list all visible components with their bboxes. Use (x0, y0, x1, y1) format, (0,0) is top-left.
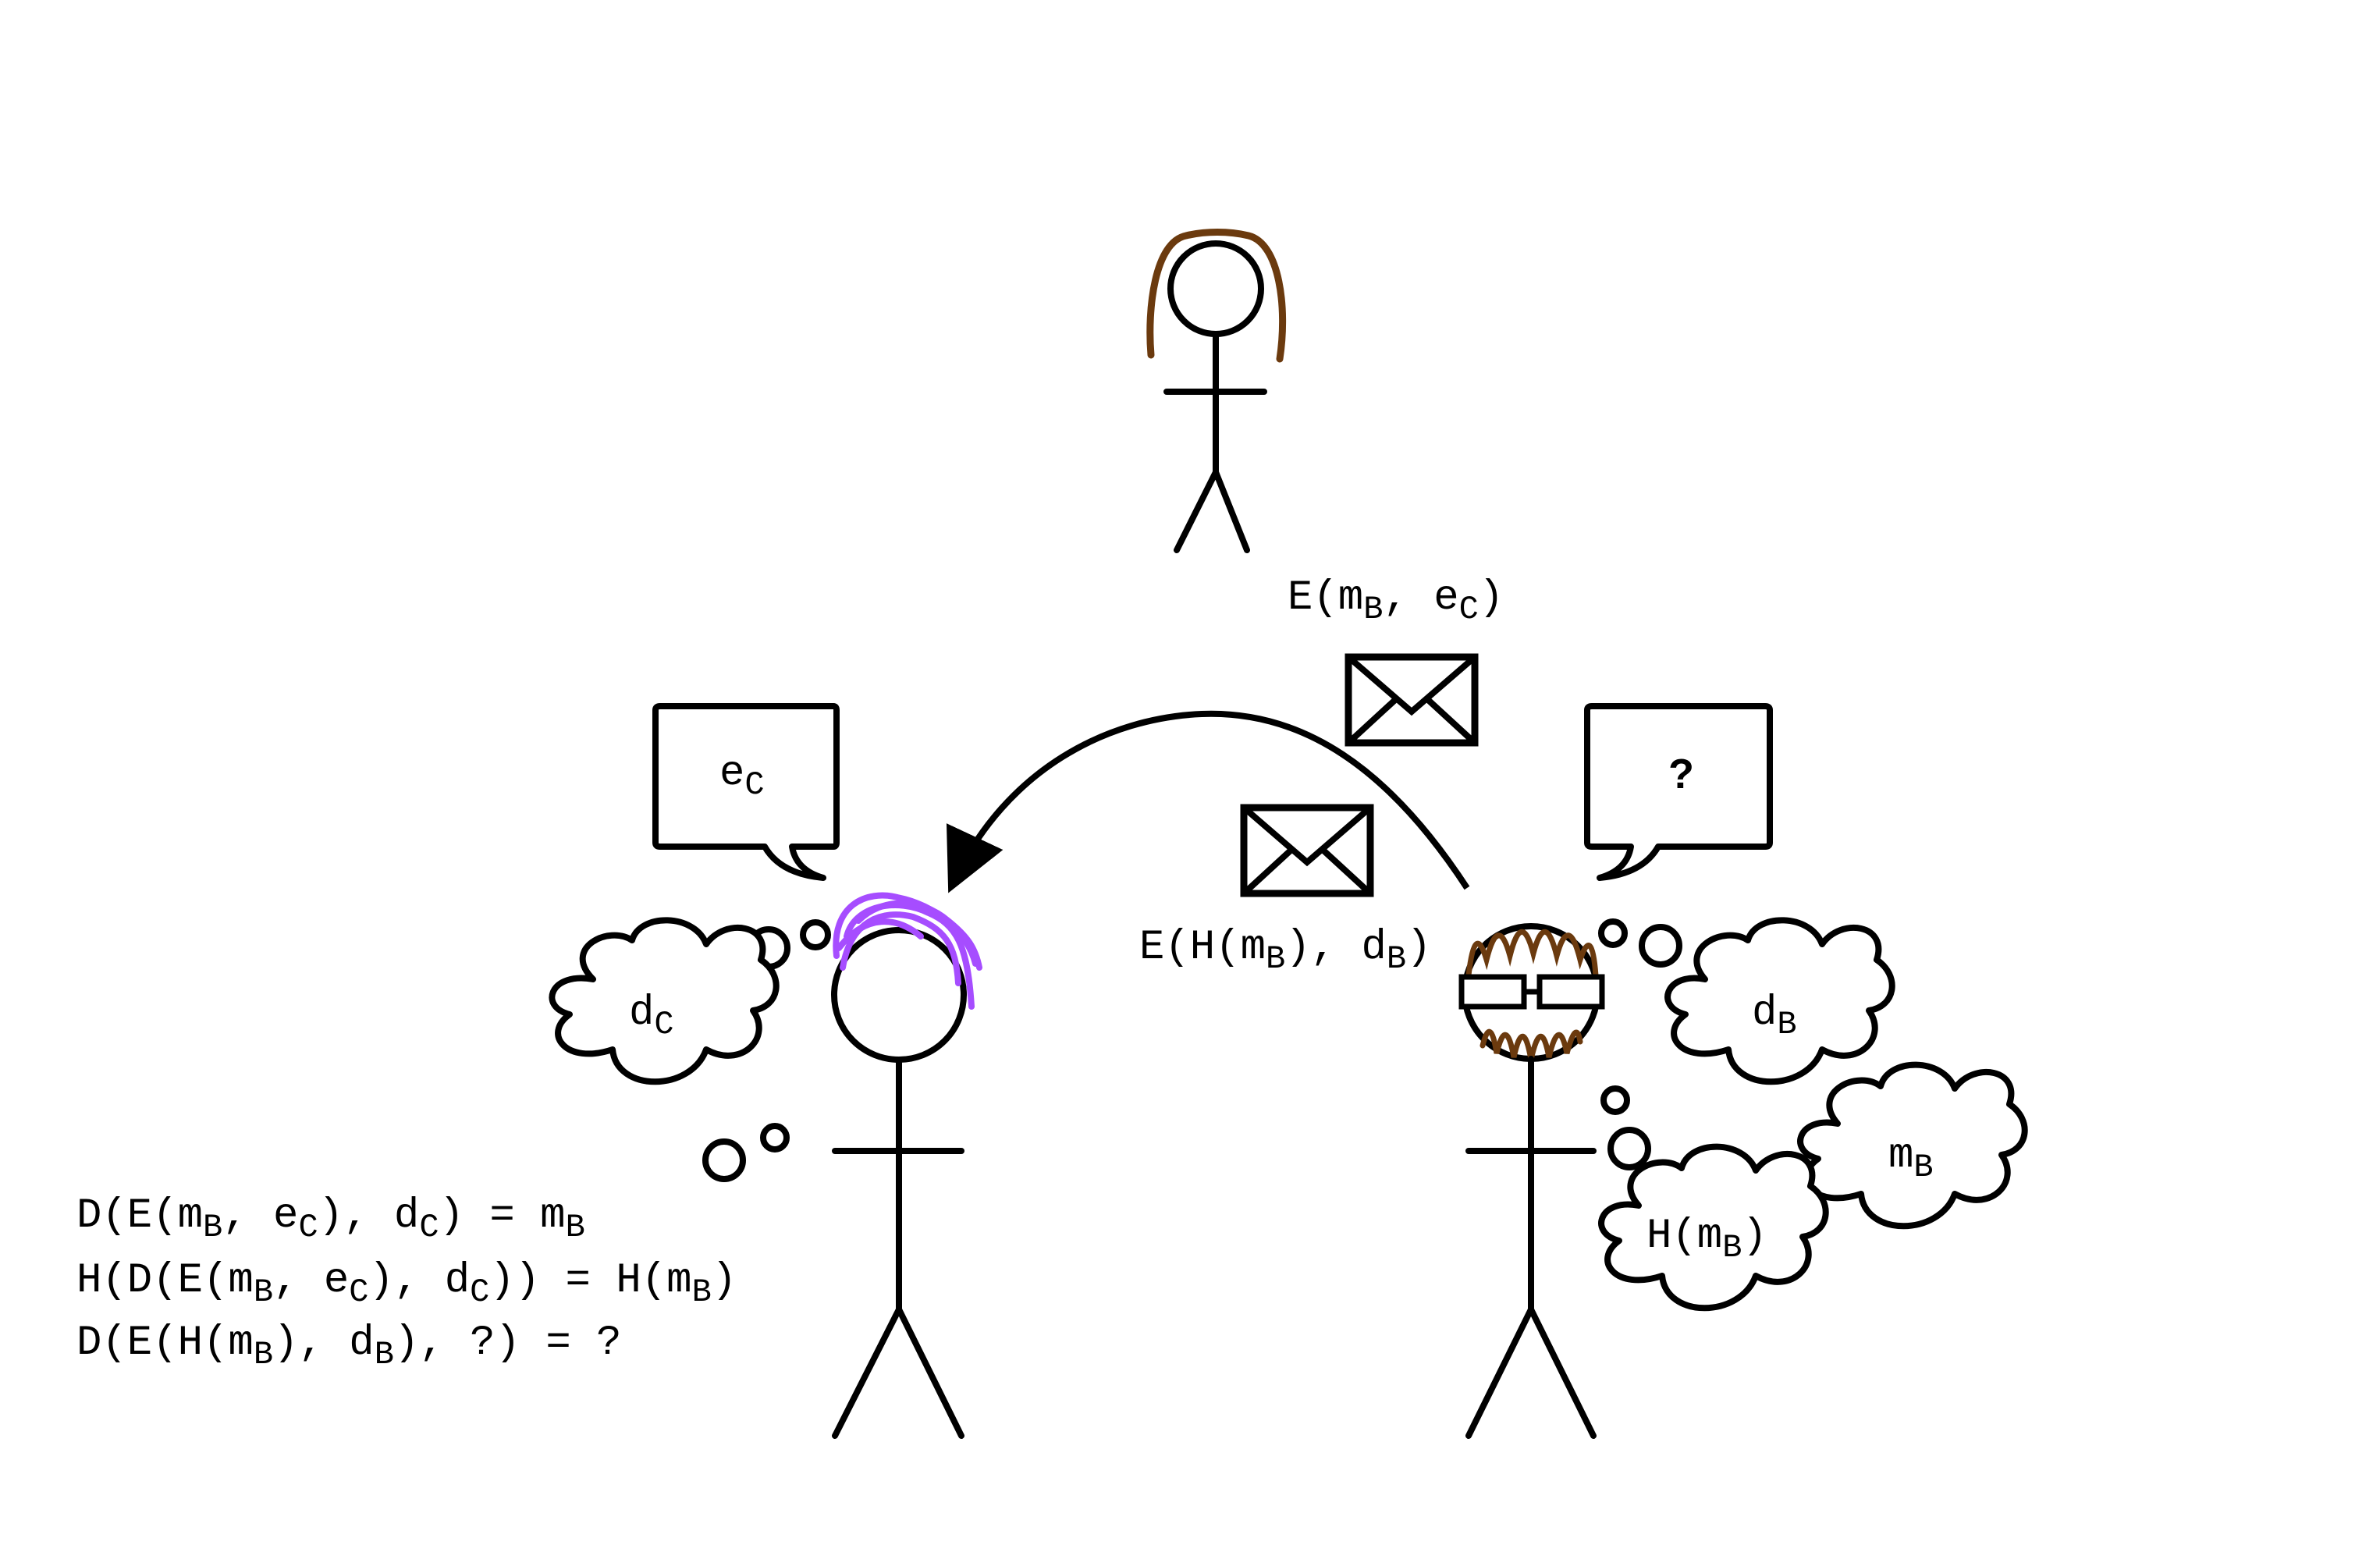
right-top-thought-text: dB (1752, 989, 1797, 1043)
top-stick-figure (1146, 229, 1287, 553)
top-figure-hair (1146, 229, 1287, 363)
left-speech-text: eC (719, 750, 765, 804)
right-mid-thought-text: mB (1888, 1132, 1934, 1186)
left-figure-hair (833, 892, 982, 1010)
left-stick-figure (831, 892, 982, 1439)
left-thinking-circles (702, 1123, 790, 1182)
envelope-icon (1345, 653, 1479, 747)
left-figure-head (831, 927, 967, 1063)
envelope-label-bottom: E(H(mB), dB) (1139, 924, 1432, 978)
right-top-thought-cloud: dB (1598, 917, 1895, 1085)
equation-line: H(D(E(mB, eC), dC)) = H(mB) (76, 1257, 737, 1311)
arrow-icon (947, 710, 1470, 893)
equation-line: D(E(H(mB), dB), ?) = ? (76, 1319, 622, 1373)
left-speech-bubble: eC (652, 703, 840, 881)
right-speech-text: ? (1668, 751, 1694, 797)
right-mid-thought-cloud: mB (1797, 1061, 2028, 1230)
left-thought-cloud: dC (549, 917, 831, 1085)
right-speech-bubble: ? (1584, 703, 1773, 881)
right-bottom-thought-cloud: H(mB) (1598, 1085, 1829, 1312)
equation-line: D(E(mB, eC), dC) = mB (76, 1192, 585, 1246)
top-figure-head (1167, 240, 1264, 337)
right-stick-figure (1458, 923, 1605, 1439)
left-thought-text: dC (629, 989, 674, 1043)
equations-block: D(E(mB, eC), dC) = mB H(D(E(mB, eC), dC)… (76, 1192, 737, 1373)
envelope-icon (1240, 804, 1374, 897)
right-bottom-thought-text: H(mB) (1646, 1213, 1767, 1266)
envelope-label-top: E(mB, eC) (1288, 574, 1504, 628)
glasses-icon (1458, 974, 1605, 1010)
